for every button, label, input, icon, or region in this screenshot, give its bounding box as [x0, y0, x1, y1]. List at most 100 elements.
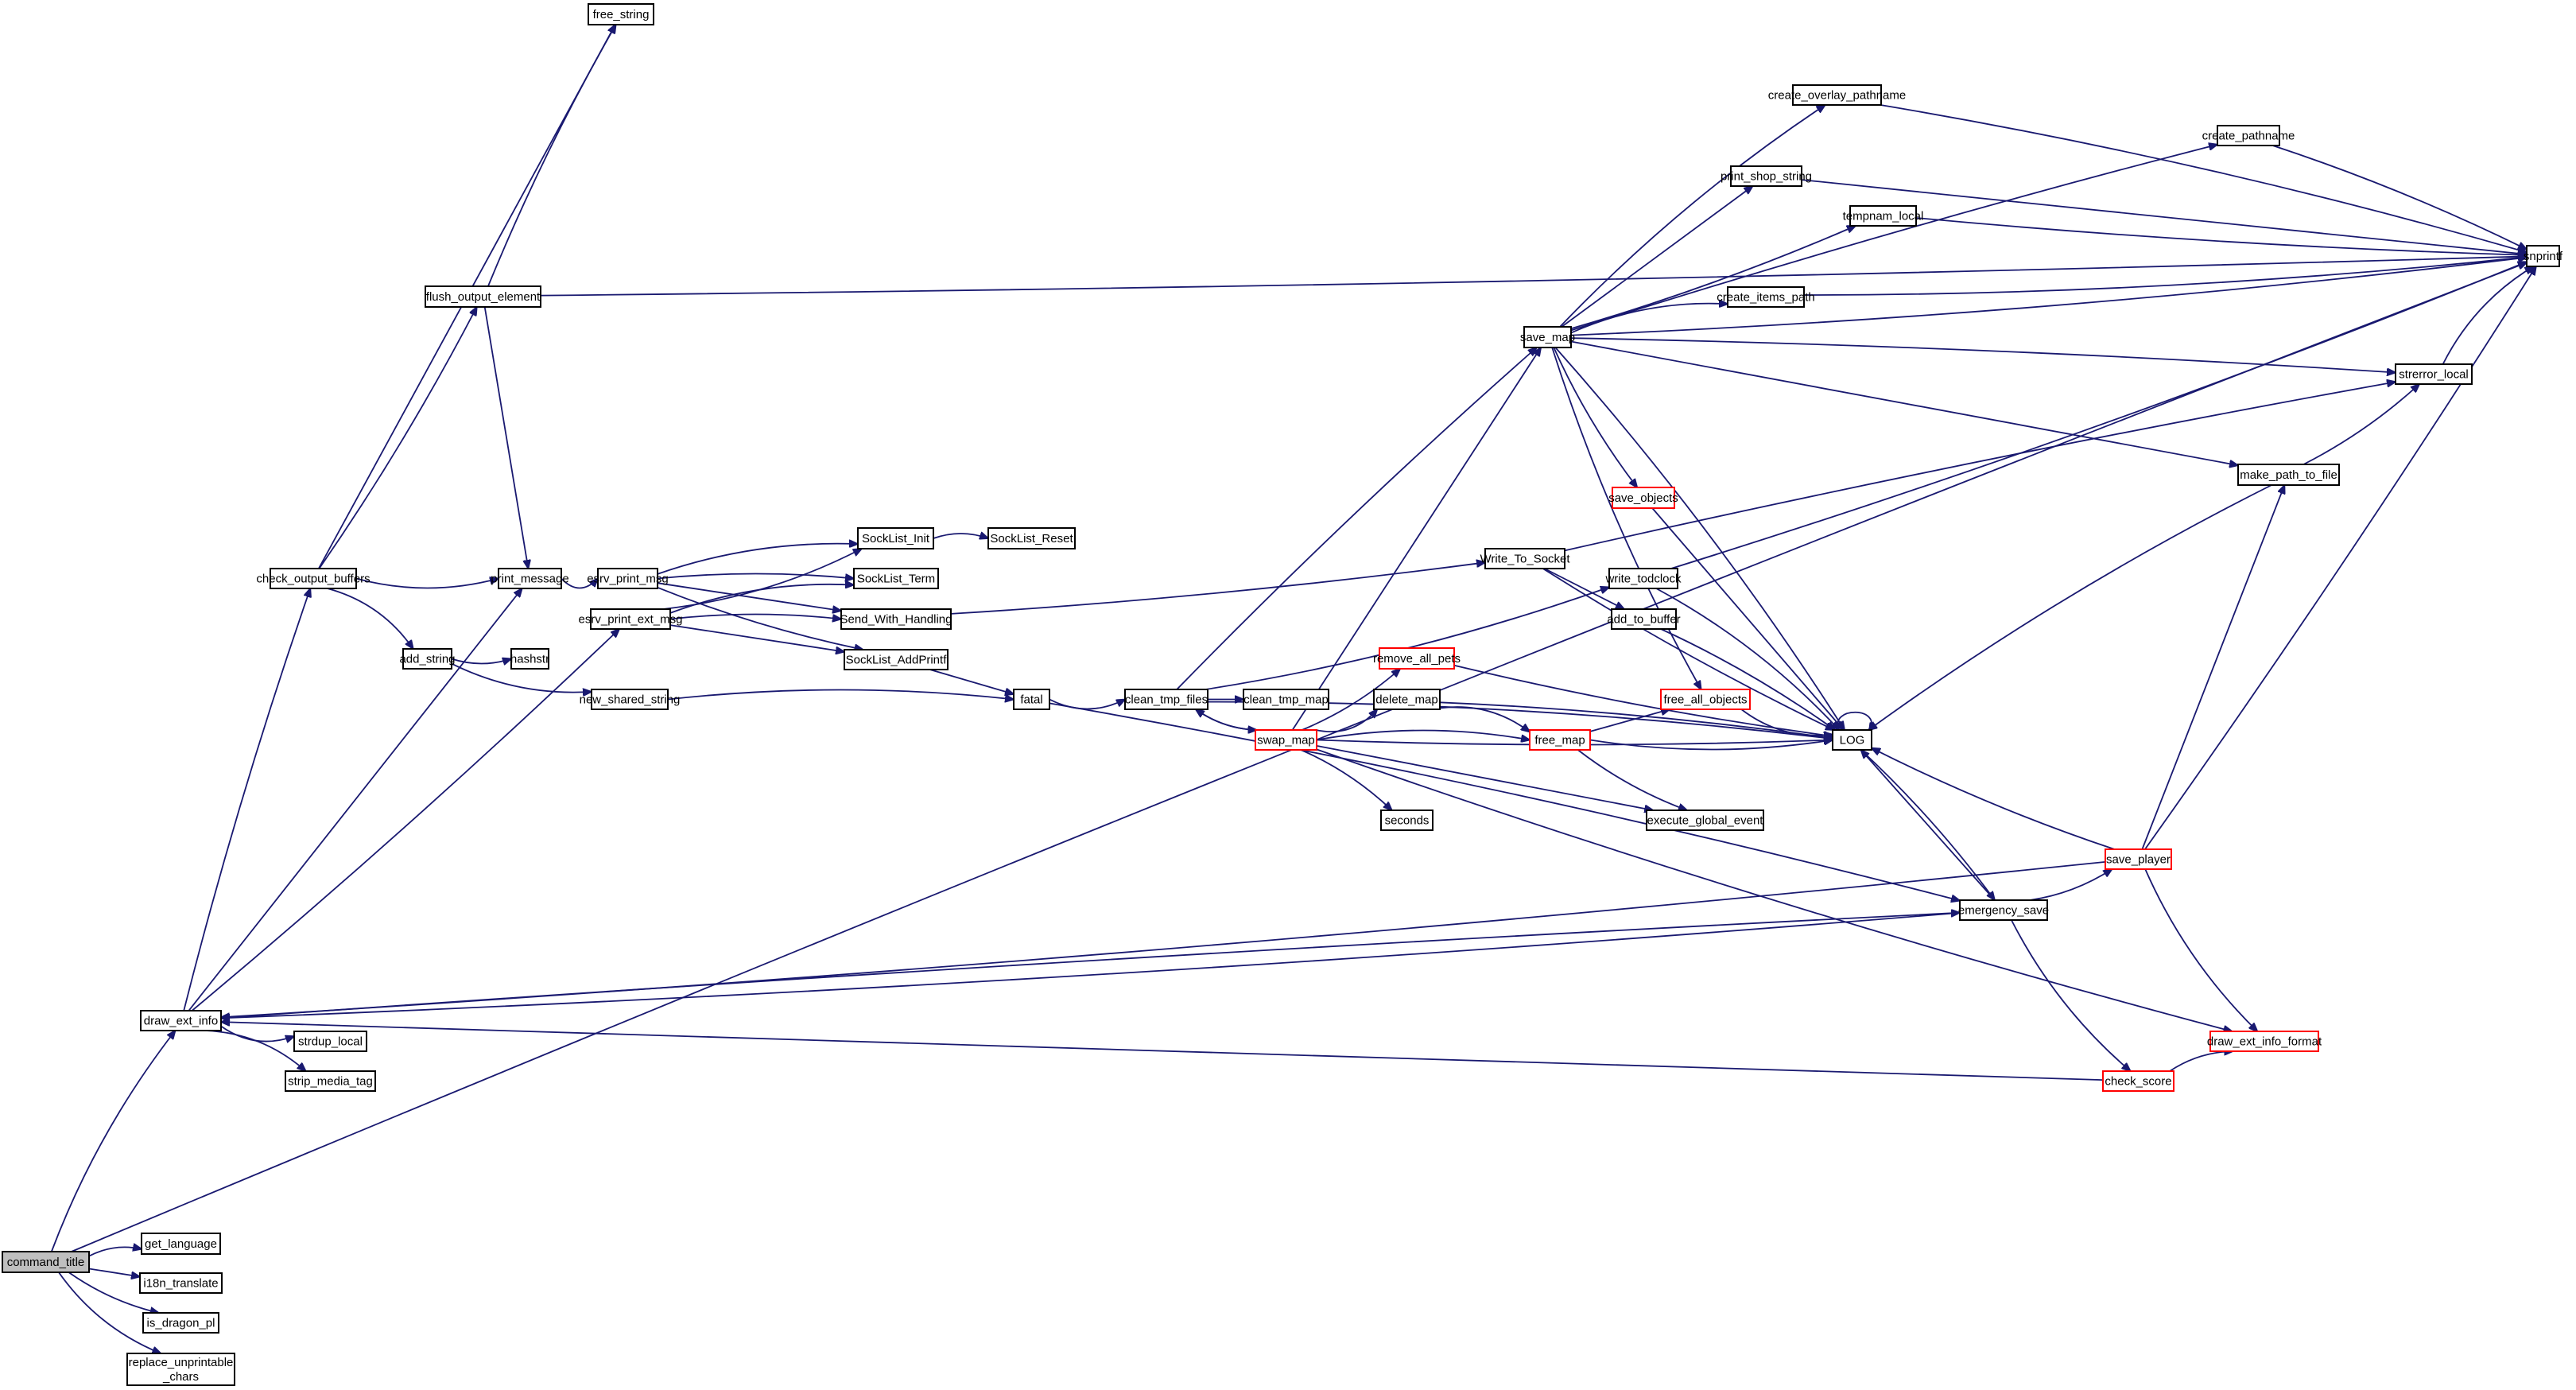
node-box[interactable] — [2105, 848, 2172, 870]
node-SockList_Reset[interactable]: SockList_Reset — [987, 527, 1076, 549]
node-box[interactable] — [840, 608, 952, 630]
node-box[interactable] — [139, 1272, 223, 1294]
node-box[interactable] — [1529, 729, 1591, 751]
node-box[interactable] — [2, 1251, 90, 1273]
node-box[interactable] — [1124, 689, 1208, 710]
node-box[interactable] — [590, 608, 671, 630]
node-esrv_print_ext_msg[interactable]: esrv_print_ext_msg — [579, 608, 683, 630]
node-box[interactable] — [1484, 548, 1565, 569]
node-emergency_save[interactable]: emergency_save — [1958, 899, 2049, 921]
node-fatal[interactable]: fatal — [1013, 689, 1050, 710]
node-box[interactable] — [844, 649, 949, 670]
node-i18n_translate[interactable]: i18n_translate — [139, 1272, 223, 1294]
node-write_todclock[interactable]: write_todclock — [1604, 568, 1682, 589]
node-box[interactable] — [1608, 568, 1678, 589]
node-SockList_Term[interactable]: SockList_Term — [853, 568, 939, 589]
node-box[interactable] — [142, 1312, 219, 1334]
node-create_pathname[interactable]: create_pathname — [2202, 125, 2295, 146]
node-strdup_local[interactable]: strdup_local — [293, 1031, 367, 1052]
node-box[interactable] — [597, 568, 658, 589]
node-box[interactable] — [293, 1031, 367, 1052]
node-box[interactable] — [1792, 84, 1882, 106]
node-strip_media_tag[interactable]: strip_media_tag — [285, 1070, 376, 1092]
node-box[interactable] — [1013, 689, 1050, 710]
node-box[interactable] — [1373, 689, 1441, 710]
node-box[interactable] — [1523, 326, 1572, 348]
node-command_title[interactable]: command_title — [2, 1251, 90, 1273]
node-box[interactable] — [2209, 1031, 2319, 1052]
node-check_output_buffers[interactable]: check_output_buffers — [256, 568, 370, 589]
node-snprintf[interactable]: snprintf — [2524, 245, 2563, 267]
node-box[interactable] — [498, 568, 562, 589]
node-free_string[interactable]: free_string — [588, 3, 654, 25]
node-save_objects[interactable]: save_objects — [1608, 487, 1678, 509]
node-clean_tmp_map[interactable]: clean_tmp_map — [1243, 689, 1329, 710]
node-strerror_local[interactable]: strerror_local — [2395, 363, 2473, 385]
node-get_language[interactable]: get_language — [141, 1233, 221, 1255]
node-box[interactable] — [1611, 608, 1677, 630]
node-Write_To_Socket[interactable]: Write_To_Socket — [1480, 548, 1570, 569]
node-tempnam_local[interactable]: tempnam_local — [1843, 205, 1924, 227]
node-esrv_print_msg[interactable]: esrv_print_msg — [587, 568, 669, 589]
node-box[interactable] — [285, 1070, 376, 1092]
node-box[interactable] — [510, 648, 549, 670]
node-create_overlay_pathname[interactable]: create_overlay_pathname — [1768, 84, 1906, 106]
node-box[interactable] — [425, 285, 541, 308]
node-hashstr[interactable]: hashstr — [510, 648, 549, 670]
node-add_string[interactable]: add_string — [399, 648, 456, 670]
node-box[interactable] — [853, 568, 939, 589]
node-box[interactable] — [2395, 363, 2473, 385]
node-print_shop_string[interactable]: print_shop_string — [1721, 165, 1812, 187]
node-box[interactable] — [1727, 286, 1805, 308]
node-box[interactable] — [588, 3, 654, 25]
node-Send_With_Handling[interactable]: Send_With_Handling — [840, 608, 952, 630]
node-draw_ext_info_format[interactable]: draw_ext_info_format — [2207, 1031, 2322, 1052]
node-box[interactable] — [1849, 205, 1917, 227]
node-box[interactable] — [1243, 689, 1329, 710]
node-box[interactable] — [2217, 125, 2280, 146]
node-SockList_AddPrintf[interactable]: SockList_AddPrintf — [844, 649, 949, 670]
node-box[interactable] — [1380, 810, 1433, 831]
node-remove_all_pets[interactable]: remove_all_pets — [1373, 647, 1461, 670]
node-save_map[interactable]: save_map — [1520, 326, 1575, 348]
node-box[interactable] — [1660, 689, 1751, 710]
node-box[interactable] — [987, 527, 1076, 549]
node-delete_map[interactable]: delete_map — [1373, 689, 1441, 710]
node-add_to_buffer[interactable]: add_to_buffer — [1607, 608, 1681, 630]
node-box[interactable] — [2102, 1070, 2174, 1092]
node-free_map[interactable]: free_map — [1529, 729, 1591, 751]
node-replace_unprintable_chars[interactable]: replace_unprintable_chars — [126, 1353, 235, 1386]
node-box[interactable] — [1379, 647, 1455, 670]
node-make_path_to_file[interactable]: make_path_to_file — [2237, 464, 2340, 486]
node-box[interactable] — [857, 527, 934, 549]
node-create_items_path[interactable]: create_items_path — [1717, 286, 1815, 308]
node-box[interactable] — [141, 1233, 221, 1255]
node-print_message[interactable]: print_message — [491, 568, 569, 589]
node-box[interactable] — [126, 1353, 235, 1386]
node-clean_tmp_files[interactable]: clean_tmp_files — [1124, 689, 1208, 710]
node-box[interactable] — [591, 689, 669, 710]
node-box[interactable] — [1612, 487, 1675, 509]
node-box[interactable] — [2237, 464, 2340, 486]
node-box[interactable] — [1255, 729, 1317, 751]
node-execute_global_event[interactable]: execute_global_event — [1646, 810, 1764, 831]
node-flush_output_element[interactable]: flush_output_element — [425, 285, 541, 308]
node-box[interactable] — [270, 568, 357, 589]
node-box[interactable] — [1730, 165, 1802, 187]
node-box[interactable] — [1959, 899, 2048, 921]
node-free_all_objects[interactable]: free_all_objects — [1660, 689, 1751, 710]
node-SockList_Init[interactable]: SockList_Init — [857, 527, 934, 549]
node-LOG[interactable]: LOG — [1832, 729, 1872, 751]
node-box[interactable] — [2526, 245, 2560, 267]
node-box[interactable] — [140, 1010, 222, 1031]
node-box[interactable] — [1646, 810, 1764, 831]
node-box[interactable] — [1832, 729, 1872, 751]
node-seconds[interactable]: seconds — [1380, 810, 1433, 831]
node-swap_map[interactable]: swap_map — [1255, 729, 1317, 751]
node-new_shared_string[interactable]: new_shared_string — [580, 689, 681, 710]
node-box[interactable] — [402, 648, 452, 670]
node-save_player[interactable]: save_player — [2105, 848, 2172, 870]
node-is_dragon_pl[interactable]: is_dragon_pl — [142, 1312, 219, 1334]
node-draw_ext_info[interactable]: draw_ext_info — [140, 1010, 222, 1031]
node-check_score[interactable]: check_score — [2102, 1070, 2174, 1092]
